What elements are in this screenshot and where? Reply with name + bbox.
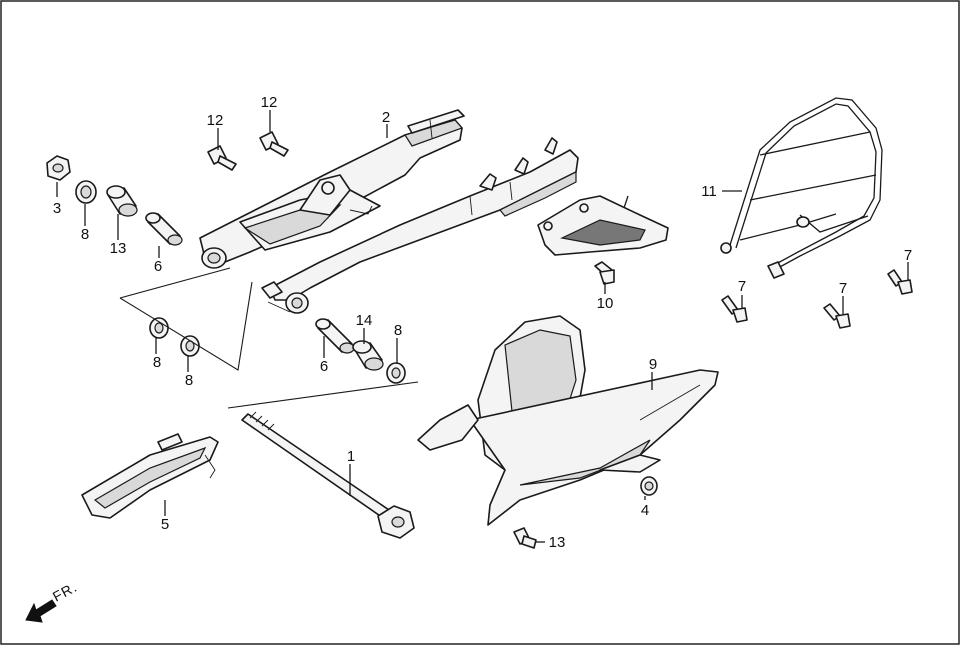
callout-8-lower-c: 8 [394,322,402,339]
front-arrow-icon [25,599,57,623]
bolt-part-10 [594,261,615,285]
chain-guard-part-14 [537,195,669,256]
callout-7-b: 7 [839,280,847,297]
callout-11: 11 [701,183,717,200]
seal-part-8-lower-c [386,362,406,384]
callout-5: 5 [161,516,169,533]
guide-line-bolt [227,381,419,409]
leader-lines [56,110,909,543]
callout-12-c: 13 [549,534,566,551]
nut-part-3 [46,155,71,181]
chain-slider-part-5 [81,433,219,519]
callout-8-lower-a: 8 [153,354,161,371]
callout-7-a: 7 [738,278,746,295]
collar-part-6-top [145,212,183,246]
rear-frame-part-11 [720,97,883,279]
callout-3: 3 [53,200,61,217]
nut-part-4 [640,476,658,496]
bolt-part-7-c [887,269,913,295]
callouts: 2 12 12 3 8 13 6 8 8 6 14 8 1 5 9 4 10 1… [53,94,912,551]
callout-8-lower-b: 8 [185,372,193,389]
front-direction-indicator: FR. [25,579,80,623]
bolt-part-12-c [513,527,537,549]
swingarm-part-2 [199,109,579,314]
callout-12-a: 12 [207,112,224,129]
callout-6-top: 6 [154,258,162,275]
bolt-part-12-a [207,145,237,171]
bolt-part-7-a [721,295,748,323]
callout-4: 4 [641,502,649,519]
bolt-part-7-b [823,303,851,329]
callout-10: 10 [597,295,614,312]
bolt-part-12-b [259,131,289,157]
seal-part-8-lower-b [180,335,200,357]
collar-part-6-lower [315,318,355,354]
callout-1: 1 [347,448,355,465]
seal-part-8-top [75,180,97,204]
guide-line-left [119,267,253,371]
callout-8-top: 8 [81,226,89,243]
pivot-bolt-part-1 [241,411,415,539]
callout-2: 2 [382,109,390,126]
callout-7-c: 7 [904,247,912,264]
seal-part-8-lower-a [149,317,169,339]
bearing-part-13-lower [352,340,384,371]
front-direction-label: FR. [50,579,80,605]
callout-13-top: 13 [110,240,127,257]
callout-13-lower: 14 [356,312,373,329]
callout-12-b: 12 [261,94,278,111]
rear-fender-part-9 [417,315,719,526]
callout-9: 9 [649,356,657,373]
callout-6-lower: 6 [320,358,328,375]
bearing-part-13-top [106,185,138,217]
